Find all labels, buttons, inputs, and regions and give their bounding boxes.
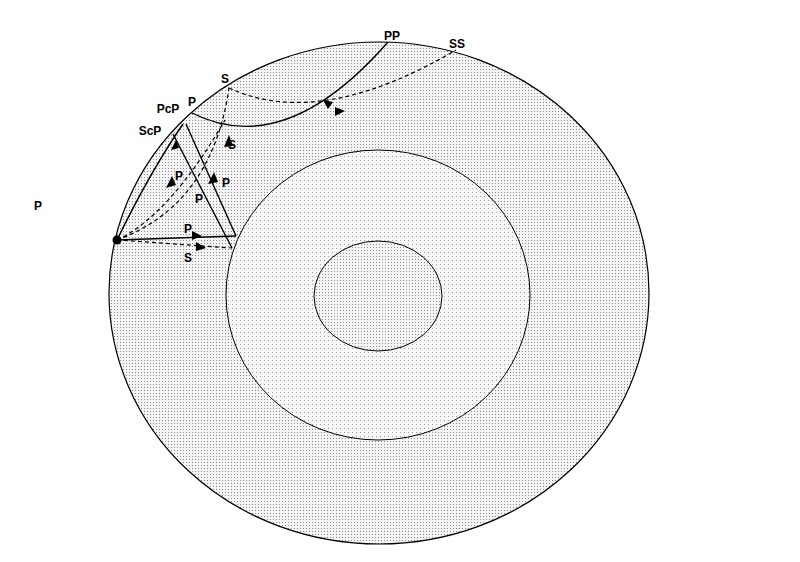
ray-label: P — [195, 193, 203, 205]
ray-label: PP — [384, 30, 400, 42]
s-ray — [117, 88, 229, 240]
ray-label: SS — [449, 38, 465, 50]
mantle — [109, 42, 649, 544]
s-ray-inner — [117, 120, 225, 240]
outer-core — [226, 150, 530, 440]
scp-up-ray — [173, 134, 232, 248]
ss-ray — [229, 50, 456, 102]
ray-label: P — [34, 200, 42, 212]
ray-label: S — [228, 139, 236, 151]
ray-label: PcP — [157, 103, 180, 115]
arrowhead — [166, 176, 176, 188]
ray-label: S — [221, 73, 229, 85]
pcp-down-ray — [117, 236, 236, 240]
ray-label: P — [188, 96, 196, 108]
arrowhead — [335, 107, 345, 116]
arrowhead — [208, 172, 218, 184]
ray-label: P — [184, 223, 192, 235]
pp-ray — [192, 42, 388, 126]
arrowhead — [196, 242, 206, 251]
arrowhead — [171, 140, 179, 150]
pcp-up-ray — [186, 124, 236, 236]
p-ray — [117, 124, 183, 240]
scp-down-ray — [117, 240, 232, 248]
source-dot — [113, 236, 122, 245]
ray-label: S — [184, 252, 192, 264]
ray-label: P — [175, 170, 183, 182]
inner-core — [314, 241, 442, 351]
arrowhead — [323, 100, 333, 109]
arrowhead — [192, 231, 202, 240]
ray-label: ScP — [139, 125, 162, 137]
ray-label: P — [222, 177, 230, 189]
